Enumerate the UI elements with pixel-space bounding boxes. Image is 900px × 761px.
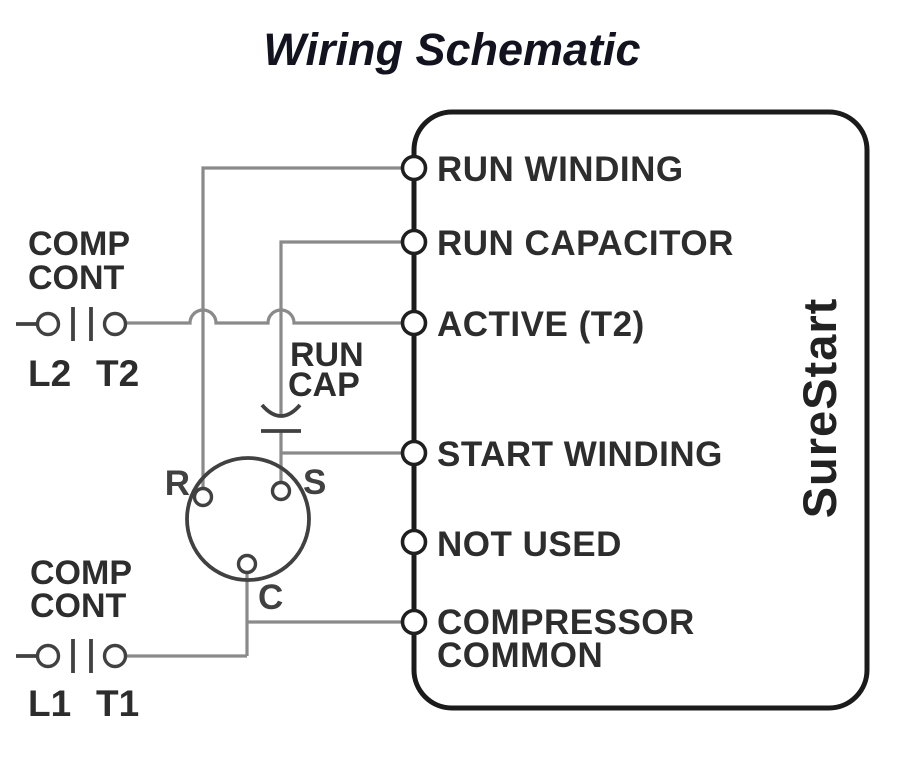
wire-t2-to-active [126,308,403,325]
terminal-label-start-winding: START WINDING [437,435,723,474]
terminal-label-not-used: NOT USED [437,525,622,564]
contactor-top-t2-contact-circle [102,311,128,337]
run-capacitor-curved-plate [260,403,302,418]
terminal-label-compressor: COMPRESSOR [437,603,695,642]
wire-cap-to-s-and-start-winding [279,431,403,483]
wire-run-capacitor-to-cap [279,240,403,416]
surestart-device-box [411,109,870,711]
contactor-top-name-line1: COMP [28,225,130,263]
compressor-pin-c-label: C [258,578,283,617]
run-cap-label-line1: RUN [290,336,364,374]
contactor-top-l2-contact-circle [35,311,61,337]
terminal-start-winding [400,439,428,467]
contactor-bottom-name-line2: CONT [30,587,127,625]
contactor-bottom-contact-bars [71,639,93,673]
terminal-label-run-winding: RUN WINDING [437,150,684,189]
compressor-body-circle [185,456,311,582]
terminal-label-common: COMMON [437,636,603,675]
surestart-brand-label: SureStart [793,298,846,519]
terminal-active-t2 [400,309,428,337]
terminal-run-winding [400,154,428,182]
terminal-not-used [400,528,428,556]
terminal-compressor-common [400,608,428,636]
contactor-bottom-l1-contact-circle [35,643,61,669]
compressor-pin-s-label: S [303,463,326,502]
surestart-terminals: RUN WINDING RUN CAPACITOR ACTIVE (T2) ST… [400,150,734,675]
compressor-pin-r [192,486,214,508]
contactor-top-name-line2: CONT [28,259,125,297]
page-title: Wiring Schematic [263,24,640,75]
contactor-bottom-name-line1: COMP [30,554,132,592]
terminal-label-run-capacitor: RUN CAPACITOR [437,224,734,263]
contactor-bottom: COMP CONT L1 T1 [16,554,139,724]
run-cap-label-line2: CAP [288,366,360,404]
compressor-symbol: R S C [165,456,326,617]
contactor-top-contact-bars [71,307,93,341]
wire-c-to-common-and-t1 [126,572,403,658]
wire-run-winding-to-r [201,166,403,489]
contactor-bottom-right-terminal-label: T1 [96,683,139,724]
contactor-bottom-t1-contact-circle [102,643,128,669]
compressor-pin-s [270,480,292,502]
contactor-top-left-terminal-label: L2 [28,353,71,394]
contactor-top: COMP CONT L2 T2 [16,225,139,394]
contactor-bottom-left-terminal-label: L1 [28,683,71,724]
terminal-run-capacitor [400,228,428,256]
contactor-top-right-terminal-label: T2 [96,353,139,394]
compressor-pin-c [236,553,258,575]
run-capacitor-symbol: RUN CAP [260,336,364,433]
compressor-pin-r-label: R [165,464,190,503]
terminal-label-active-t2: ACTIVE (T2) [437,305,645,344]
